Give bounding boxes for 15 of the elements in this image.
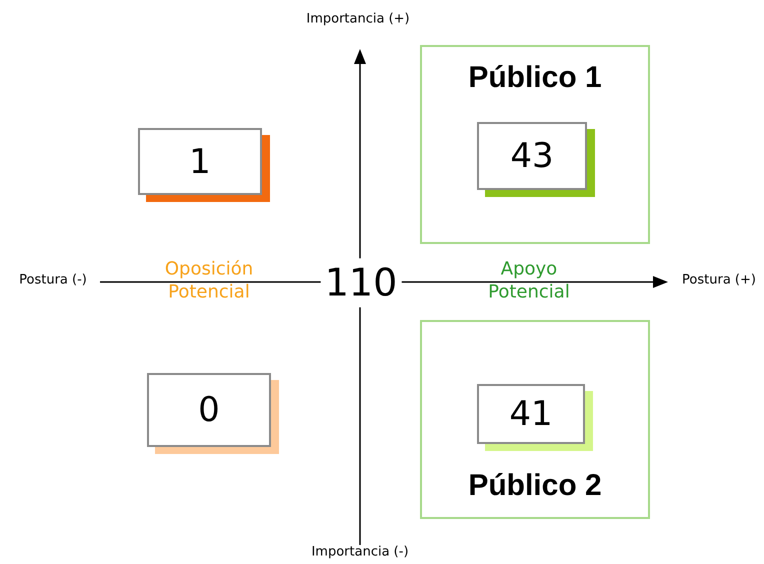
total-count: 110 [320, 258, 402, 308]
count-value: 43 [510, 136, 554, 176]
count-value: 0 [198, 390, 220, 430]
count-value: 1 [189, 142, 211, 182]
axis-label: Importancia (+) [306, 12, 410, 28]
group-heading: Público 1 [468, 61, 602, 95]
count-value: 41 [509, 394, 553, 434]
axis-label: Postura (+) [682, 272, 756, 290]
group-frame [420, 45, 650, 244]
axis-label: Postura (-) [19, 272, 87, 290]
quadrant-label: Apoyo Potencial [487, 258, 571, 304]
quadrant-label: Oposición Potencial [164, 258, 254, 304]
group-heading: Público 2 [468, 469, 602, 503]
group-frame [420, 320, 650, 519]
axis-label: Importancia (-) [311, 544, 409, 562]
